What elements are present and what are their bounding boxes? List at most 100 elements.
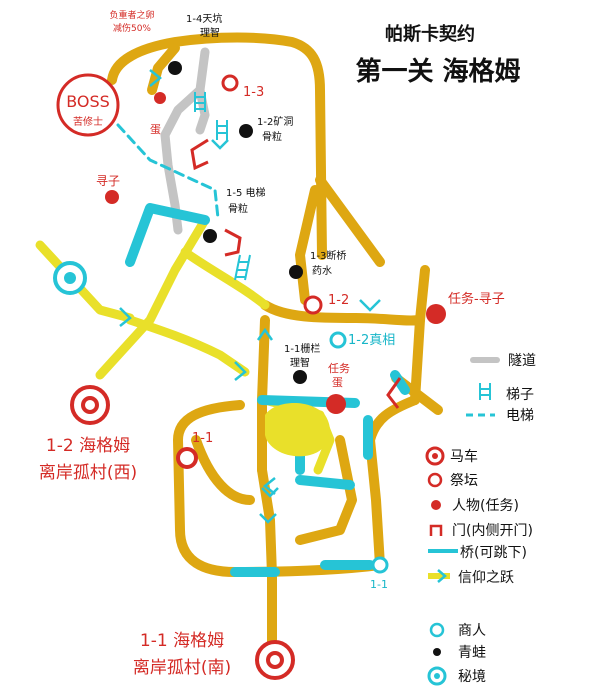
legend-npc-icon: [431, 500, 441, 510]
frog-marker[interactable]: [239, 124, 253, 138]
legend-door: 门(内侧开门): [452, 523, 533, 539]
legend-altar-icon: [427, 472, 443, 488]
legend-merchant-icon: [429, 622, 445, 638]
legend-frog-icon: [433, 648, 441, 656]
landmark-1-5-line1: 1-5 电梯: [226, 186, 266, 199]
boss-label: BOSS: [66, 92, 110, 111]
west-village-line2: 离岸孤村(西): [39, 463, 137, 483]
legend-npc: 人物(任务): [452, 498, 519, 514]
altar-1-2: 1-2: [328, 293, 349, 308]
bridge-right-mid: [390, 370, 410, 395]
legend-leap-icon: [437, 569, 447, 583]
door-icon: [386, 377, 402, 409]
door-icon: [224, 228, 242, 257]
central-blob: [265, 402, 330, 457]
boss-marker[interactable]: [56, 73, 120, 137]
altar-marker[interactable]: [176, 447, 198, 469]
leap-arrow-icon: [119, 307, 132, 327]
landmark-seeker: 寻子: [96, 174, 120, 188]
landmark-1-1-line1: 1-1栅栏: [284, 342, 320, 355]
landmark-1-2-line2: 骨粒: [262, 130, 282, 143]
bridge-top: [125, 203, 210, 267]
leap-arrow-icon: [261, 487, 279, 498]
ladder-icon: [194, 92, 206, 112]
elevator-boss-line: [116, 123, 220, 220]
legend-secret: 秘境: [458, 669, 486, 685]
leap-road-mid: [125, 315, 250, 377]
npc-marker[interactable]: [105, 190, 119, 204]
merchant-marker[interactable]: [329, 331, 347, 349]
leap-arrow-icon: [256, 327, 274, 341]
legend-door-icon: [429, 524, 443, 536]
frog-marker[interactable]: [293, 370, 307, 384]
quest-line1: 任务: [328, 362, 350, 375]
landmark-1-1-line2: 理智: [290, 356, 310, 369]
legend-merchant: 商人: [458, 623, 486, 639]
legend-elevator: 电梯: [506, 408, 534, 424]
frog-marker[interactable]: [203, 229, 217, 243]
ladders: [194, 92, 251, 281]
carriage-west-marker-inner: [81, 396, 99, 414]
road-center-lower: [257, 465, 277, 655]
tunnel-branch: [195, 85, 210, 135]
landmark-1-5-line2: 骨粒: [228, 202, 248, 215]
ladder-icon: [479, 383, 491, 400]
leap-arrows: [119, 69, 381, 524]
npc-marker[interactable]: [326, 394, 346, 414]
legend: 隧道 梯子 电梯 马车 祭坛 人物(任务) 门(内侧开门) 桥(可跳下) 信仰之…: [425, 353, 536, 686]
legend-altar: 祭坛: [450, 473, 478, 489]
legend-secret-icon-inner: [434, 673, 440, 679]
door-icon: [190, 138, 209, 171]
west-village-line1: 1-2 海格姆: [46, 436, 130, 456]
merchant-1-2: 1-2真相: [348, 333, 395, 348]
secret-marker-inner: [64, 272, 76, 284]
leap-arrow-icon: [359, 299, 381, 312]
boss-sublabel: 苦修士: [73, 115, 103, 128]
road-top-loop: [107, 32, 327, 260]
boss-note-line2: 减伤50%: [113, 22, 151, 34]
leap-road-diag: [95, 215, 210, 380]
tunnel-top: [160, 47, 210, 235]
frog-marker[interactable]: [168, 61, 182, 75]
south-village-line1: 1-1 海格姆: [140, 631, 224, 651]
legend-carriage: 马车: [450, 448, 478, 465]
tunnels: [160, 47, 210, 235]
road-lower-right: [365, 395, 420, 570]
leap-arrow-icon: [259, 513, 277, 524]
road-center-vertical: [257, 315, 270, 475]
altar-marker[interactable]: [221, 74, 239, 92]
landmark-1-3b-line2: 药水: [312, 265, 332, 277]
legend-leap: 信仰之跃: [458, 570, 514, 586]
elevators: [116, 123, 220, 220]
merchant-marker[interactable]: [371, 556, 389, 574]
altar-1-1: 1-1: [192, 431, 213, 446]
landmark-1-3-altar: 1-3: [243, 85, 264, 100]
legend-tunnel: 隧道: [508, 353, 536, 369]
bridge-lower: [295, 475, 355, 490]
leap-arrow-icon: [149, 69, 163, 87]
carriage-south-marker-inner: [266, 651, 284, 669]
road-right-upper: [295, 185, 320, 305]
south-village-line2: 离岸孤村(南): [133, 658, 231, 678]
ladder-icon: [234, 254, 251, 281]
road-bottom: [173, 400, 385, 577]
road-right-vertical: [410, 265, 430, 405]
leap-road-top-center: [180, 247, 270, 310]
road-inner-right: [295, 435, 357, 545]
altar-marker[interactable]: [303, 295, 323, 315]
boss-egg-marker[interactable]: [154, 92, 166, 104]
landmark-1-4-line1: 1-4天坑: [186, 12, 222, 25]
frog-marker[interactable]: [289, 265, 303, 279]
landmark-1-3b-line1: 1-3断桥: [310, 249, 346, 262]
legend-ladder: 梯子: [506, 387, 534, 403]
merchant-1-1: 1-1: [370, 578, 388, 591]
leap-arrow-icon: [211, 139, 229, 150]
leap-arrow-icon: [234, 361, 247, 381]
map-subtitle: 第一关 海格姆: [355, 56, 520, 87]
npc-marker[interactable]: [426, 304, 446, 324]
road-right-arm: [315, 175, 385, 267]
boss-note-line1: 负重者之卵: [109, 9, 154, 21]
roads: [107, 32, 443, 655]
boss-egg-label: 蛋: [150, 123, 161, 136]
